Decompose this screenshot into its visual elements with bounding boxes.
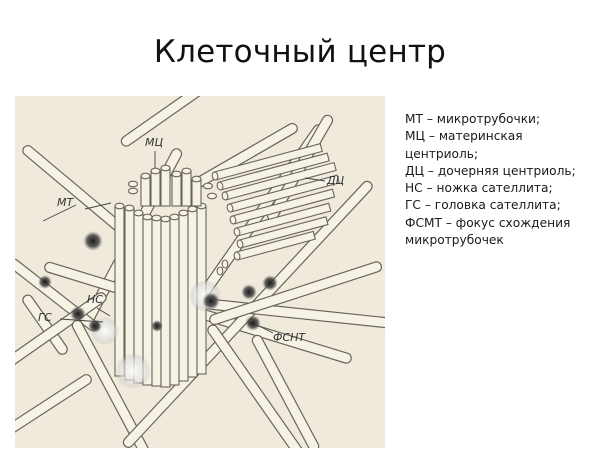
legend-line: ФСМТ – фокус схождения (405, 215, 571, 230)
mother-centriole (114, 164, 218, 388)
legend-line: центриоль; (405, 146, 479, 161)
label-gs: ГС (38, 311, 52, 324)
label-ns: НС (87, 293, 103, 306)
daughter-centriole (211, 142, 340, 276)
leader-lines (42, 151, 326, 334)
legend-line: НС – ножка сателлита; (405, 181, 553, 196)
legend-line: микротрубочек (405, 233, 504, 248)
legend-line: МЦ – материнская (405, 129, 523, 144)
centrosome-diagram: МТ МЦ ДЦ НС ГС ФСНТ (15, 96, 385, 448)
label-mt: МТ (57, 196, 74, 209)
legend-line: ГС – головка сателлита; (405, 198, 561, 213)
legend-line: ДЦ – дочерняя центриоль; (405, 163, 576, 178)
label-dc: ДЦ (326, 174, 345, 187)
legend-line: МТ – микротрубочки; (405, 112, 541, 126)
centrosome-illustration: МТ МЦ ДЦ НС ГС ФСНТ (15, 96, 385, 448)
legend: МТ – микротрубочки; МЦ – материнская цен… (405, 111, 595, 249)
label-fsmt: ФСНТ (273, 331, 306, 344)
label-mc: МЦ (145, 136, 163, 149)
satellites (38, 231, 278, 389)
slide-title: Клеточный центр (153, 34, 447, 70)
